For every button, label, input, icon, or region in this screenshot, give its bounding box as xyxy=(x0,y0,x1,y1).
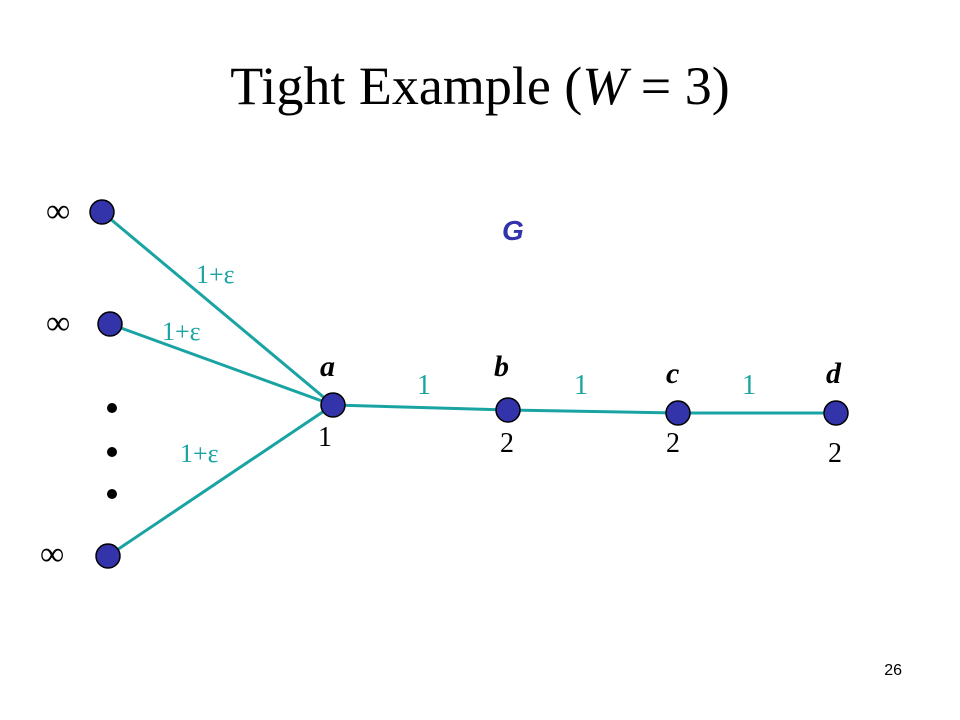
edge-b-c xyxy=(507,408,679,415)
node-d xyxy=(823,400,849,426)
weight-inf3: ∞ xyxy=(40,536,64,573)
node-name-a: a xyxy=(320,350,335,383)
ellipsis-dot xyxy=(107,403,117,413)
title-suffix: = 3) xyxy=(627,56,730,116)
edge-label-inf1-a: 1+ε xyxy=(196,260,235,289)
edge-inf3-a xyxy=(107,403,334,558)
node-inf2 xyxy=(97,311,123,337)
title-variable: W xyxy=(582,56,628,116)
weight-a: 1 xyxy=(318,422,332,453)
slide-title: Tight Example (W = 3) xyxy=(0,55,960,117)
node-b xyxy=(495,397,521,423)
title-prefix: Tight Example ( xyxy=(230,56,583,116)
weight-c: 2 xyxy=(666,428,680,459)
node-c xyxy=(665,400,691,426)
edge-label-a-b: 1 xyxy=(417,370,431,401)
node-name-d: d xyxy=(826,357,842,390)
node-inf3 xyxy=(95,543,121,569)
graph-label: G xyxy=(502,215,524,246)
weight-b: 2 xyxy=(500,428,514,459)
ellipsis-dot xyxy=(107,489,117,499)
node-name-b: b xyxy=(494,350,509,383)
edge-label-inf2-a: 1+ε xyxy=(162,317,201,346)
edge-inf2-a xyxy=(109,322,334,407)
edge-label-b-c: 1 xyxy=(574,370,588,401)
weight-d: 2 xyxy=(828,438,842,469)
page-number: 26 xyxy=(884,662,902,679)
edge-label-c-d: 1 xyxy=(742,370,756,401)
ellipsis-dot xyxy=(107,447,117,457)
node-name-c: c xyxy=(666,357,679,390)
edge-inf1-a xyxy=(101,210,334,407)
edge-a-b xyxy=(332,403,509,412)
weight-inf2: ∞ xyxy=(46,305,70,342)
weight-inf1: ∞ xyxy=(46,193,70,230)
node-inf1 xyxy=(89,199,115,225)
node-a xyxy=(320,392,346,418)
edge-label-inf3-a: 1+ε xyxy=(180,439,219,468)
